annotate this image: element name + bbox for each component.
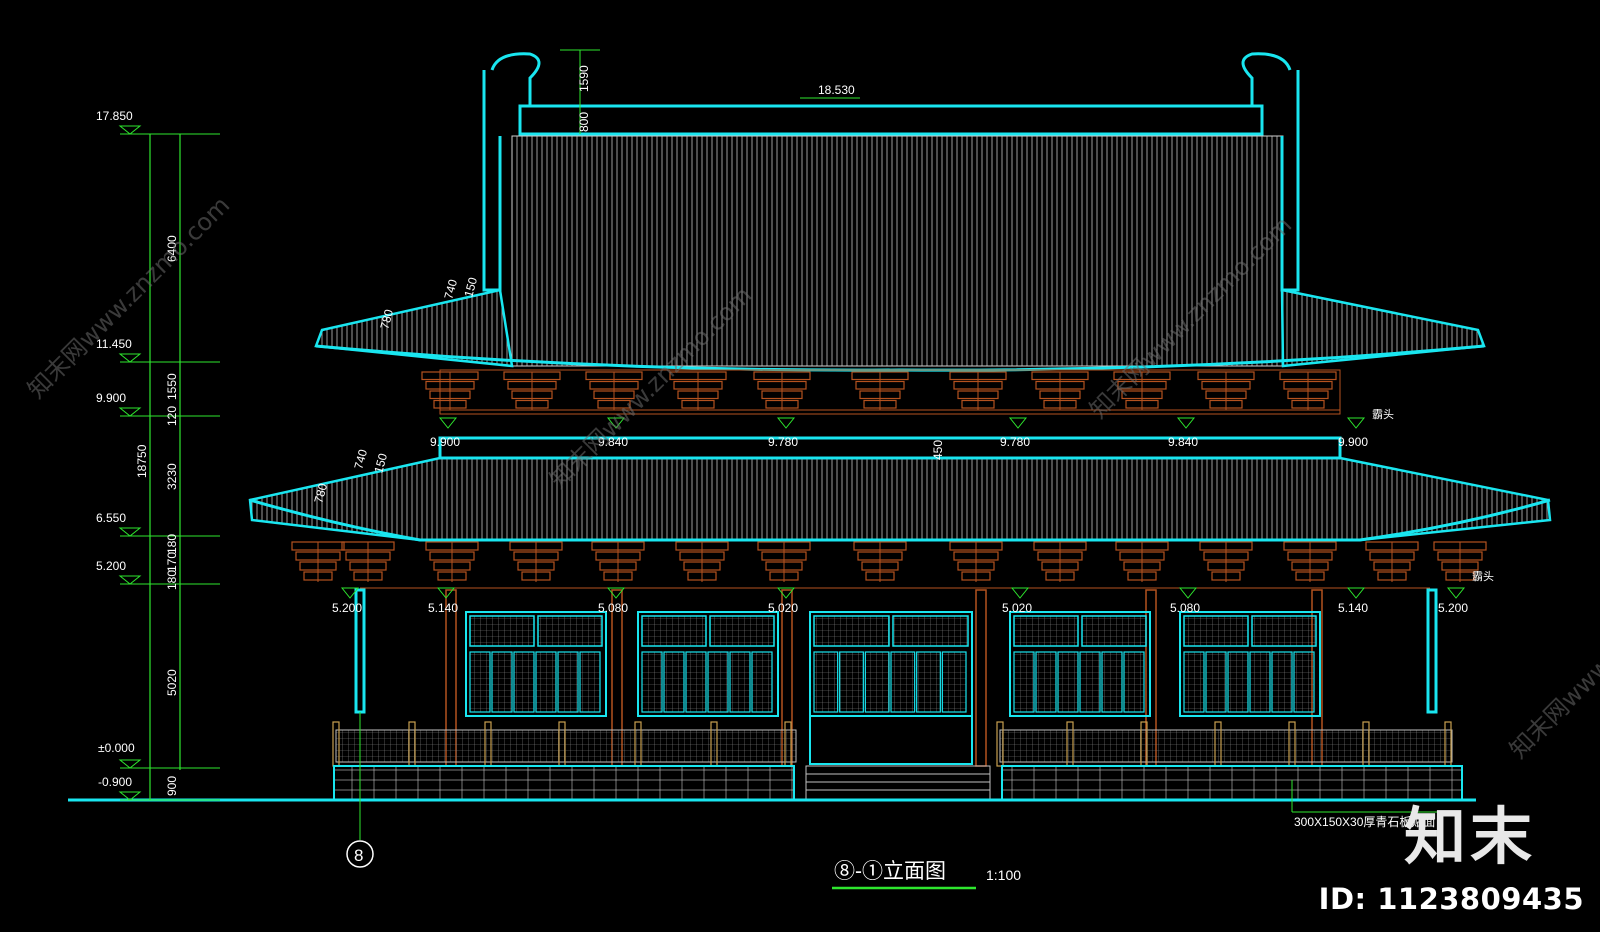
dim-780-upper: 780 [377, 307, 396, 330]
level-minus-0900: -0.900 [98, 775, 132, 789]
dim-18750: 18750 [135, 444, 149, 478]
lower-eave-elevation: 5.200 [1438, 601, 1468, 615]
dim-180b: 180 [165, 570, 179, 590]
material-note: 300X150X30厚青石板贴面 [1291, 780, 1440, 829]
upper-eave-elevation: 9.780 [768, 435, 798, 449]
beam-head-note-lower: 霸头 [1472, 570, 1494, 583]
dim-1550: 1550 [165, 373, 179, 400]
level-0: ±0.000 [98, 741, 135, 755]
dim-1590: 1590 [577, 65, 591, 92]
upper-roof [314, 52, 1486, 372]
dim-800: 800 [577, 112, 591, 132]
bracket-set [853, 541, 907, 582]
upper-eave-elevation: 9.840 [598, 435, 628, 449]
upper-eave-elevation: 9.840 [1168, 435, 1198, 449]
bracket-set [1433, 541, 1487, 582]
column [975, 589, 987, 767]
bracket-set [1365, 541, 1419, 582]
dim-780-lower: 780 [311, 481, 330, 504]
beam-head-note-upper: 霸头 [1372, 408, 1394, 421]
bracket-set [1283, 541, 1337, 582]
title-text: ⑧-①立面图 [834, 860, 946, 883]
level-9900: 9.900 [96, 391, 126, 405]
lower-eave-elevation: 5.140 [428, 601, 458, 615]
upper-eave-elevation: 9.900 [430, 435, 460, 449]
left-dimension-chain [118, 125, 220, 801]
bracket-set [1033, 541, 1087, 582]
lower-eave-elevation: 5.020 [1002, 601, 1032, 615]
window-panel [1179, 611, 1321, 717]
bracket-set [949, 541, 1003, 582]
bracket-set [949, 371, 1007, 410]
dim-5020: 5020 [165, 669, 179, 696]
bracket-set [1115, 541, 1169, 582]
dim-170: 170 [165, 552, 179, 572]
brand-logo: 知末 [1404, 800, 1537, 873]
lower-eave-elevation: 5.140 [1338, 601, 1368, 615]
bracket-set [1031, 371, 1089, 410]
bracket-set [1199, 541, 1253, 582]
dim-150-lower: 150 [371, 451, 390, 474]
dim-740-upper: 740 [441, 277, 460, 300]
upper-brackets [421, 371, 1337, 410]
window-panel [465, 611, 607, 717]
lower-eave-elevation: 5.200 [332, 601, 362, 615]
bracket-set [1113, 371, 1171, 410]
level-17850: 17.850 [96, 109, 133, 123]
window-panel [637, 611, 779, 717]
ridge-elevation: 18.530 [818, 83, 855, 97]
bracket-set [1279, 371, 1337, 410]
lower-eave-elevation: 5.080 [598, 601, 628, 615]
bracket-set [509, 541, 563, 582]
dim-180: 180 [165, 534, 179, 554]
bracket-set [425, 541, 479, 582]
grid-axis-marker: 8 [346, 712, 374, 868]
upper-eave-elevation: 9.900 [1338, 435, 1368, 449]
dim-740-lower: 740 [351, 447, 370, 470]
bracket-set [585, 371, 643, 410]
bracket-set [421, 371, 479, 410]
window-panel [809, 611, 973, 717]
bracket-set [1197, 371, 1255, 410]
dim-6400: 6400 [165, 235, 179, 262]
bracket-set [675, 541, 729, 582]
level-5200: 5.200 [96, 559, 126, 573]
window-panel [1009, 611, 1151, 717]
bracket-set [669, 371, 727, 410]
left-dimension-labels: 17.850 11.450 9.900 6.550 5.200 ±0.000 -… [96, 109, 179, 796]
eave-elevation-labels: 9.900 9.840 9.780 9.780 9.840 9.900 5.200 5.140… [332, 417, 1468, 615]
svg-text:300X150X30厚青石板贴面: 300X150X30厚青石板贴面 [1294, 815, 1435, 829]
dim-900: 900 [165, 776, 179, 796]
grid-axis-label: 8 [354, 846, 363, 865]
bracket-set [503, 371, 561, 410]
bracket-set [757, 541, 811, 582]
scale-text: 1:100 [986, 867, 1021, 883]
dim-120: 120 [165, 406, 179, 426]
upper-bracket-band [439, 369, 1341, 415]
bracket-set [753, 371, 811, 410]
lower-eave-elevation: 5.020 [768, 601, 798, 615]
image-id-label: ID: 1123809435 [1318, 882, 1584, 916]
level-11450: 11.450 [96, 337, 132, 351]
dim-450: 450 [931, 440, 945, 460]
bracket-set [291, 541, 345, 582]
railing-post [996, 721, 1004, 767]
lower-brackets [291, 541, 1487, 582]
lower-roof [248, 456, 1552, 542]
bracket-set [341, 541, 395, 582]
bracket-set [851, 371, 909, 410]
lower-eave-elevation: 5.080 [1170, 601, 1200, 615]
upper-eave-elevation: 9.780 [1000, 435, 1030, 449]
drawing-title: ⑧-①立面图 1:100 [832, 860, 1021, 890]
door-lower [809, 715, 973, 765]
windows [465, 611, 1321, 765]
dim-3230: 3230 [165, 463, 179, 490]
building-body [68, 588, 1476, 802]
upper-dimension-labels: 18.530 1590 800 740 150 780 740 150 780 … [311, 49, 1494, 583]
bracket-set [591, 541, 645, 582]
level-6550: 6.550 [96, 511, 126, 525]
dim-150-upper: 150 [461, 275, 480, 298]
